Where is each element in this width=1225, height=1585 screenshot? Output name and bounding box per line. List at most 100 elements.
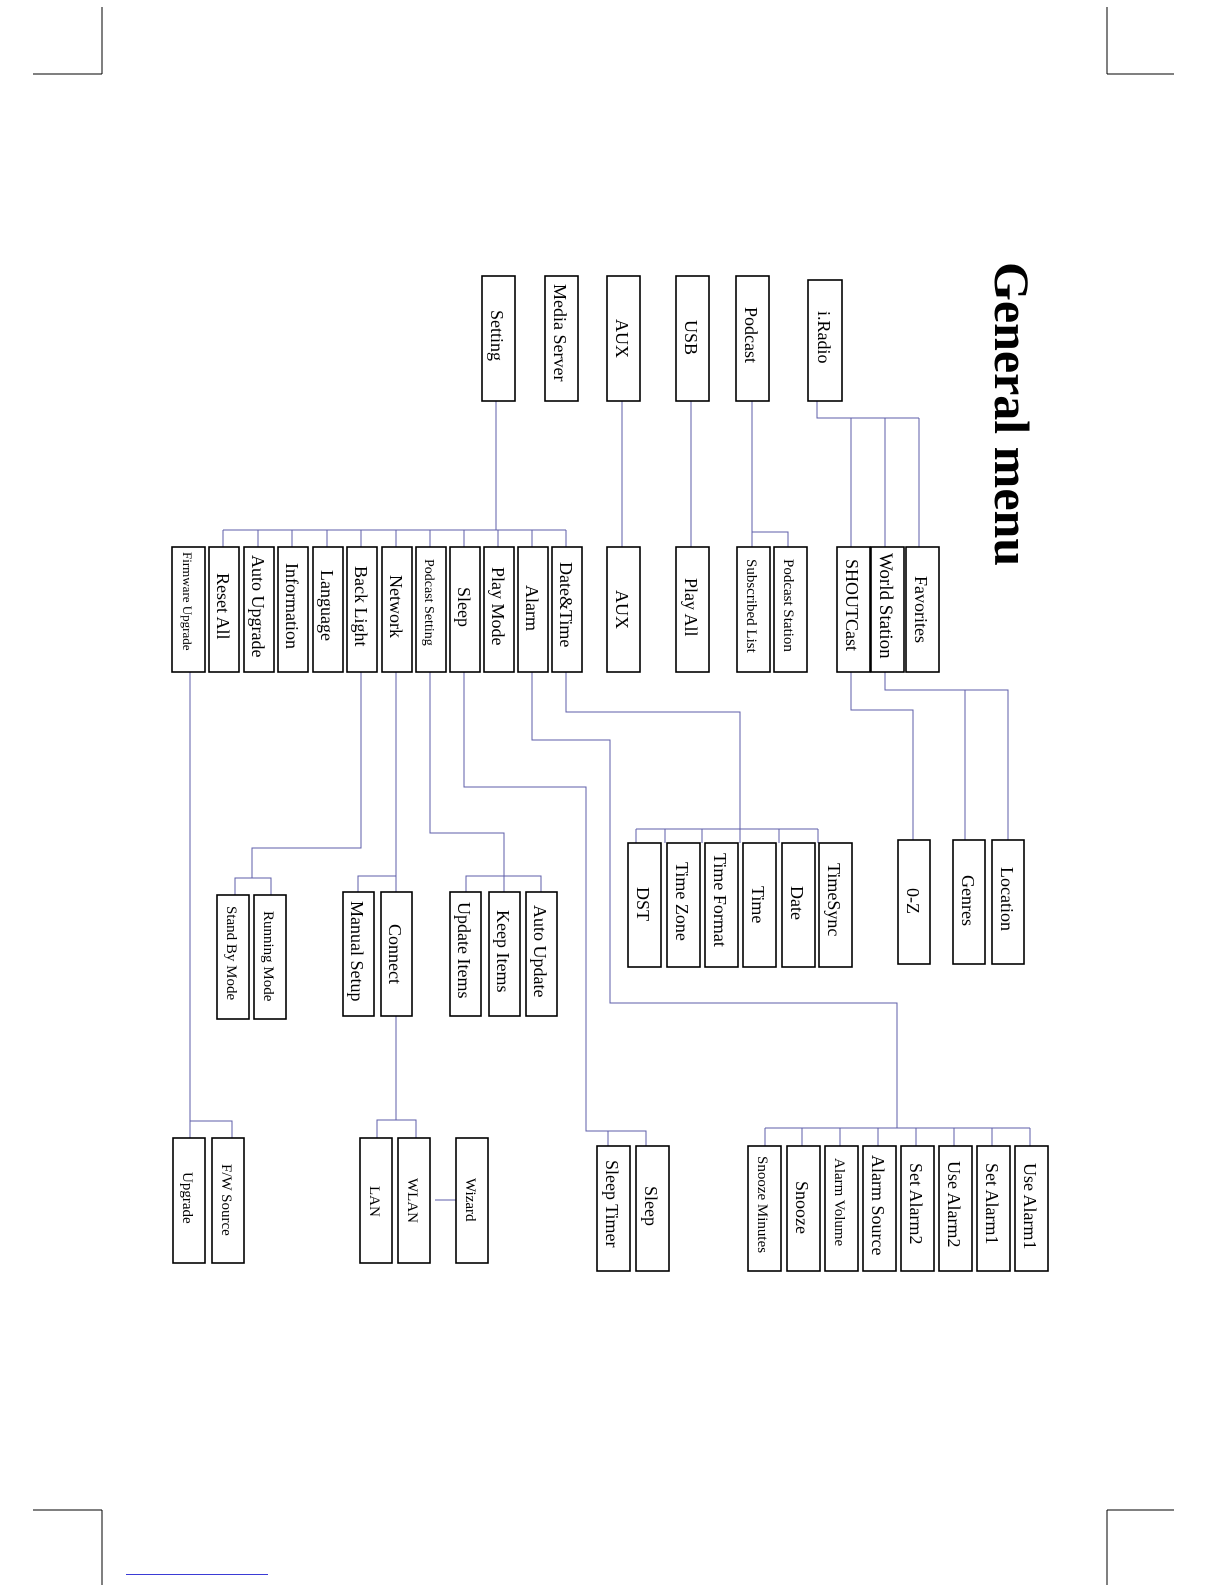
svg-text:WLAN: WLAN bbox=[404, 1178, 420, 1223]
svg-text:Information: Information bbox=[282, 563, 302, 649]
node-snooze: Snooze bbox=[786, 1145, 821, 1272]
svg-text:Use Alarm2: Use Alarm2 bbox=[944, 1161, 964, 1247]
svg-text:Set Alarm1: Set Alarm1 bbox=[982, 1163, 1002, 1245]
svg-text:Reset All: Reset All bbox=[213, 573, 233, 640]
node-play-mode: Play Mode bbox=[483, 546, 515, 673]
svg-text:Play Mode: Play Mode bbox=[488, 567, 508, 646]
svg-text:Time Zone: Time Zone bbox=[672, 862, 692, 941]
node-setting: Setting bbox=[481, 275, 516, 402]
svg-text:USB: USB bbox=[681, 320, 701, 355]
svg-text:Running Mode: Running Mode bbox=[260, 911, 276, 1002]
svg-text:Subscribed List: Subscribed List bbox=[743, 559, 759, 654]
node-use-alarm1: Use Alarm1 bbox=[1014, 1145, 1049, 1272]
node-firmware-upgrade: Firmware Upgrade bbox=[171, 546, 206, 673]
node-reset-all: Reset All bbox=[208, 546, 240, 673]
svg-text:Language: Language bbox=[317, 570, 337, 641]
svg-text:Favorites: Favorites bbox=[911, 576, 931, 643]
svg-text:Time: Time bbox=[748, 886, 768, 923]
node-auto-upgrade: Auto Upgrade bbox=[243, 546, 275, 673]
node-subscribed-list: Subscribed List bbox=[736, 546, 771, 673]
svg-text:Alarm: Alarm bbox=[522, 585, 542, 631]
svg-text:Alarm Source: Alarm Source bbox=[868, 1155, 888, 1255]
node-usb: USB bbox=[675, 275, 710, 402]
svg-text:Sleep: Sleep bbox=[641, 1186, 661, 1226]
node-timesync: TimeSync bbox=[818, 842, 853, 968]
node-use-alarm2: Use Alarm2 bbox=[938, 1145, 973, 1272]
svg-text:Network: Network bbox=[386, 575, 406, 638]
node-shoutcast: SHOUTCast bbox=[836, 546, 871, 673]
node-location: Location bbox=[991, 839, 1025, 965]
svg-text:Auto Update: Auto Update bbox=[530, 905, 550, 997]
node-media-server: Media Server bbox=[544, 275, 579, 402]
node-favorites: Favorites bbox=[905, 546, 940, 673]
svg-text:i.Radio: i.Radio bbox=[814, 311, 834, 364]
svg-text:Back Light: Back Light bbox=[351, 566, 371, 646]
svg-text:Firmware Upgrade: Firmware Upgrade bbox=[180, 552, 195, 651]
svg-text:Podcast Station: Podcast Station bbox=[780, 559, 796, 652]
svg-text:Wizard: Wizard bbox=[462, 1178, 478, 1222]
svg-text:Manual Setup: Manual Setup bbox=[347, 901, 367, 1002]
svg-text:Podcast: Podcast bbox=[741, 307, 761, 363]
node-alarm: Alarm bbox=[517, 546, 549, 673]
node-aux: AUX bbox=[606, 275, 641, 402]
node-time: Time bbox=[742, 842, 777, 968]
menu-nodes: i.Radio Podcast USB AUX Media Server Set… bbox=[171, 275, 1049, 1272]
node-world-station: World Station bbox=[870, 546, 905, 673]
node-back-light: Back Light bbox=[346, 546, 378, 673]
svg-text:LAN: LAN bbox=[366, 1186, 382, 1217]
node-update-items: Update Items bbox=[449, 891, 482, 1017]
svg-text:Sleep Timer: Sleep Timer bbox=[602, 1160, 622, 1248]
svg-text:Use Alarm1: Use Alarm1 bbox=[1020, 1163, 1040, 1249]
svg-text:Connect: Connect bbox=[385, 924, 405, 984]
node-podcast: Podcast bbox=[735, 275, 770, 402]
node-auto-update: Auto Update bbox=[525, 891, 558, 1017]
node-set-alarm2: Set Alarm2 bbox=[900, 1145, 935, 1272]
svg-text:TimeSync: TimeSync bbox=[824, 863, 844, 936]
svg-text:Set Alarm2: Set Alarm2 bbox=[906, 1163, 926, 1245]
svg-text:Genres: Genres bbox=[958, 875, 978, 926]
svg-text:Sleep: Sleep bbox=[454, 587, 474, 627]
node-iradio: i.Radio bbox=[807, 279, 843, 402]
svg-text:AUX: AUX bbox=[612, 590, 632, 629]
node-time-zone: Time Zone bbox=[666, 842, 701, 968]
node-stand-by-mode: Stand By Mode bbox=[216, 894, 250, 1020]
node-information: Information bbox=[277, 546, 309, 673]
svg-text:Date: Date bbox=[787, 886, 807, 920]
node-sleep: Sleep bbox=[449, 546, 481, 673]
svg-text:AUX: AUX bbox=[612, 319, 632, 358]
node-wlan: WLAN bbox=[397, 1137, 431, 1264]
svg-text:Media Server: Media Server bbox=[550, 284, 570, 381]
node-manual-setup: Manual Setup bbox=[342, 891, 375, 1017]
node-alarm-volume: Alarm Volume bbox=[824, 1145, 859, 1272]
node-genres: Genres bbox=[952, 839, 986, 965]
node-date-time: Date&Time bbox=[551, 546, 583, 673]
svg-text:0-Z: 0-Z bbox=[903, 888, 923, 914]
connectors bbox=[189, 401, 1031, 1201]
svg-text:Location: Location bbox=[997, 867, 1017, 931]
node-alarm-source: Alarm Source bbox=[862, 1145, 897, 1272]
svg-text:Snooze Minutes: Snooze Minutes bbox=[754, 1156, 770, 1253]
crop-marks bbox=[33, 7, 1174, 1585]
svg-text:Time Format: Time Format bbox=[710, 853, 730, 947]
node-0-z: 0-Z bbox=[897, 839, 931, 965]
node-aux-sub: AUX bbox=[606, 546, 641, 673]
svg-text:DST: DST bbox=[633, 887, 653, 921]
node-set-alarm1: Set Alarm1 bbox=[976, 1145, 1011, 1272]
node-language: Language bbox=[312, 546, 344, 673]
svg-text:Snooze: Snooze bbox=[792, 1181, 812, 1234]
svg-text:Alarm Volume: Alarm Volume bbox=[831, 1158, 847, 1247]
svg-text:Update Items: Update Items bbox=[454, 902, 474, 998]
svg-text:World Station: World Station bbox=[875, 553, 896, 659]
svg-text:Stand By Mode: Stand By Mode bbox=[223, 906, 239, 1001]
node-play-all: Play All bbox=[675, 546, 710, 673]
node-keep-items: Keep Items bbox=[488, 891, 521, 1017]
node-lan: LAN bbox=[359, 1137, 393, 1264]
node-time-format: Time Format bbox=[704, 842, 739, 968]
node-running-mode: Running Mode bbox=[253, 894, 287, 1020]
svg-text:Auto Upgrade: Auto Upgrade bbox=[248, 555, 268, 657]
svg-text:F/W Source: F/W Source bbox=[218, 1164, 234, 1236]
svg-text:Setting: Setting bbox=[487, 310, 507, 361]
node-connect: Connect bbox=[380, 891, 413, 1017]
svg-text:Upgrade: Upgrade bbox=[179, 1172, 195, 1224]
